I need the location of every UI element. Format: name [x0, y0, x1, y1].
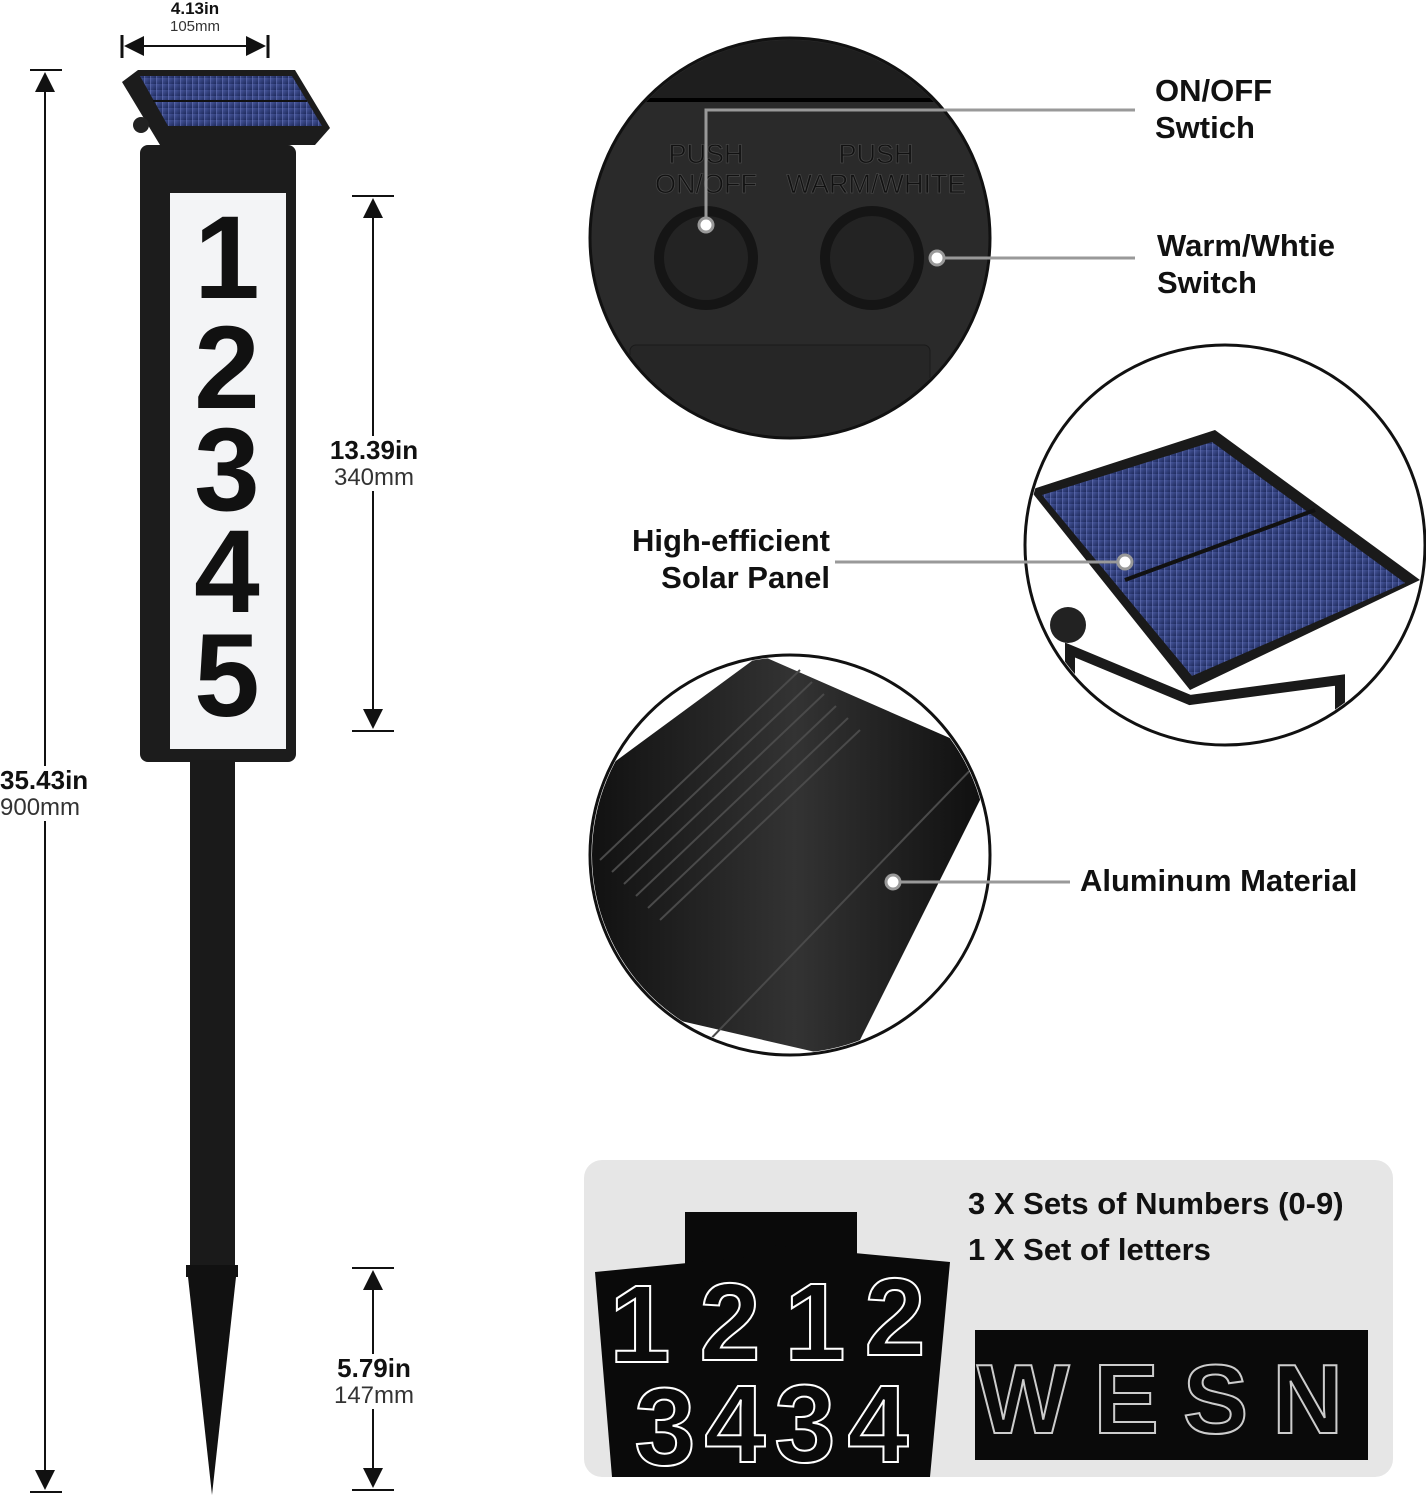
sticker-digit: 4: [847, 1363, 908, 1486]
sign-digit: 2: [194, 302, 260, 434]
sticker-digit: 2: [699, 1261, 760, 1384]
sticker-digit: 4: [704, 1363, 765, 1486]
number-sticker-sheets: 1 2 1 2 3 4 3 4: [595, 1212, 950, 1490]
sign-digit: 4: [194, 506, 260, 638]
letter-stickers: WESN: [977, 1344, 1367, 1454]
callout-dots: [697, 216, 1134, 891]
sticker-digit: 2: [864, 1256, 925, 1379]
switch-detail-circle: PUSH ON/OFF PUSH WARM/WHITE: [588, 36, 992, 440]
width-dimension-line: [120, 35, 270, 58]
sticker-digit: 1: [609, 1263, 670, 1386]
aluminum-material-callout: Aluminum Material: [1080, 863, 1358, 898]
callout-leaders: [704, 108, 1135, 884]
sticker-digit: 1: [784, 1261, 845, 1384]
solar-panel-detail-circle: [1023, 343, 1426, 747]
numbers-set-label: 3 X Sets of Numbers (0-9): [968, 1186, 1344, 1221]
warm-white-label: WARM/WHITE: [787, 169, 966, 199]
sign-digit: 1: [194, 192, 260, 324]
sign-digit: 5: [194, 610, 260, 742]
sticker-digit: 3: [774, 1363, 835, 1486]
letter-sticker-sheet: WESN: [975, 1330, 1368, 1460]
sign-digit: 3: [194, 404, 260, 536]
sticker-digit: 3: [634, 1366, 695, 1489]
push-label: PUSH: [838, 139, 913, 169]
aluminum-detail-circle: [588, 653, 992, 1057]
solar-sign-product: [122, 70, 330, 1495]
letters-set-label: 1 X Set of letters: [968, 1232, 1211, 1267]
sign-number-glyphs: 1 2 3 4 5: [194, 192, 260, 742]
